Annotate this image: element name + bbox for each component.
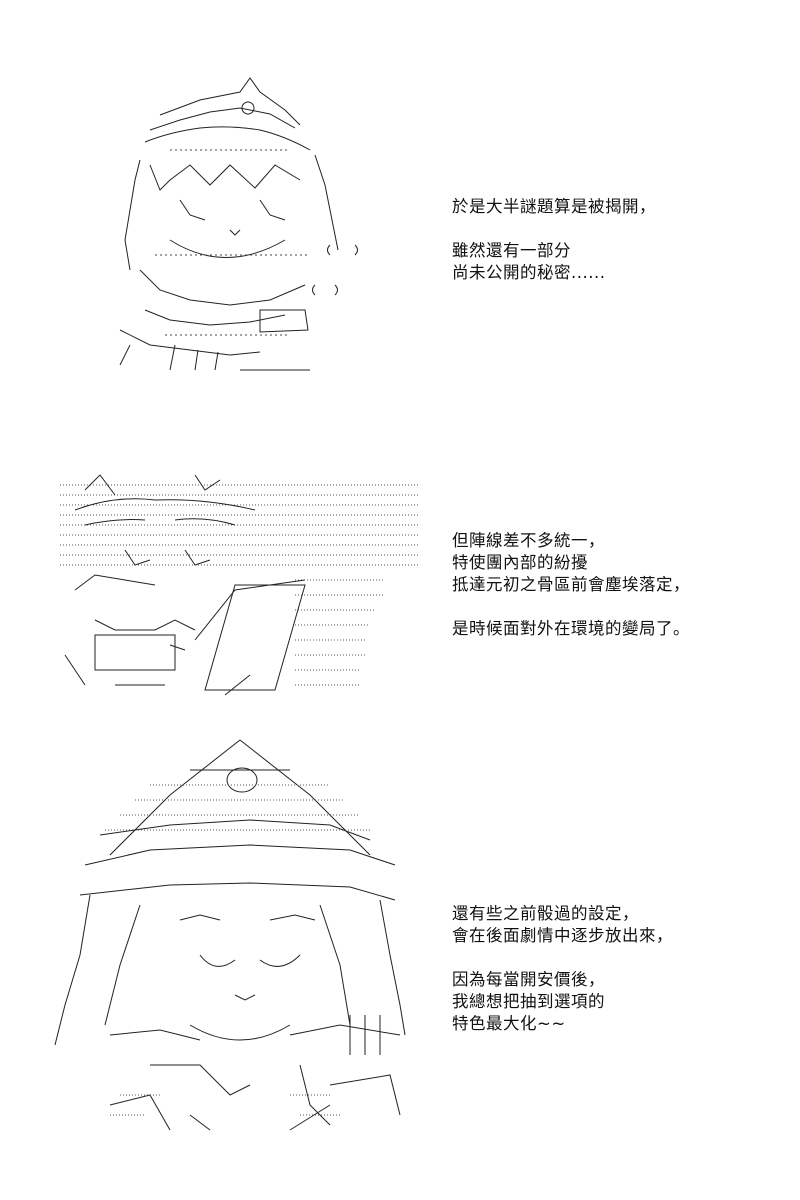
caption-line: 因為每當開安價後， [452,970,605,989]
caption-gap [452,947,673,969]
caption-line: 還有些之前骰過的設定， [452,904,639,923]
cat-girl-with-scroll-ascii-art [55,470,425,700]
caption-line: 會在後面劇情中逐步放出來， [452,926,673,945]
caption-line: 是時候面對外在環境的變局了。 [452,619,690,638]
caption-3: 還有些之前骰過的設定， 會在後面劇情中逐步放出來， 因為每當開安價後， 我總想把… [452,903,673,1035]
caption-line: 於是大半謎題算是被揭開， [452,197,656,216]
caption-line: 我總想把抽到選項的 [452,992,605,1011]
caption-line: 抵達元初之骨區前會塵埃落定， [452,575,690,594]
panel-2: 但陣線差不多統一， 特使團內部的紛擾 抵達元初之骨區前會塵埃落定， 是時候面對外… [0,460,800,700]
caption-line: 尚未公開的秘密...... [452,263,606,282]
caped-girl-with-hat-ascii-art [50,735,410,1135]
panel-3: 還有些之前骰過的設定， 會在後面劇情中逐步放出來， 因為每當開安價後， 我總想把… [0,735,800,1155]
caption-line: 特色最大化~~ [452,1014,566,1033]
caption-gap [452,596,690,618]
panel-1: 於是大半謎題算是被揭開， 雖然還有一部分 尚未公開的秘密...... [0,70,800,390]
shrine-maiden-girl-ascii-art [110,70,380,380]
caption-1: 於是大半謎題算是被揭開， 雖然還有一部分 尚未公開的秘密...... [452,196,656,284]
caption-gap [452,218,656,240]
caption-line: 但陣線差不多統一， [452,531,605,550]
caption-line: 雖然還有一部分 [452,241,571,260]
caption-2: 但陣線差不多統一， 特使團內部的紛擾 抵達元初之骨區前會塵埃落定， 是時候面對外… [452,530,690,640]
caption-line: 特使團內部的紛擾 [452,553,588,572]
